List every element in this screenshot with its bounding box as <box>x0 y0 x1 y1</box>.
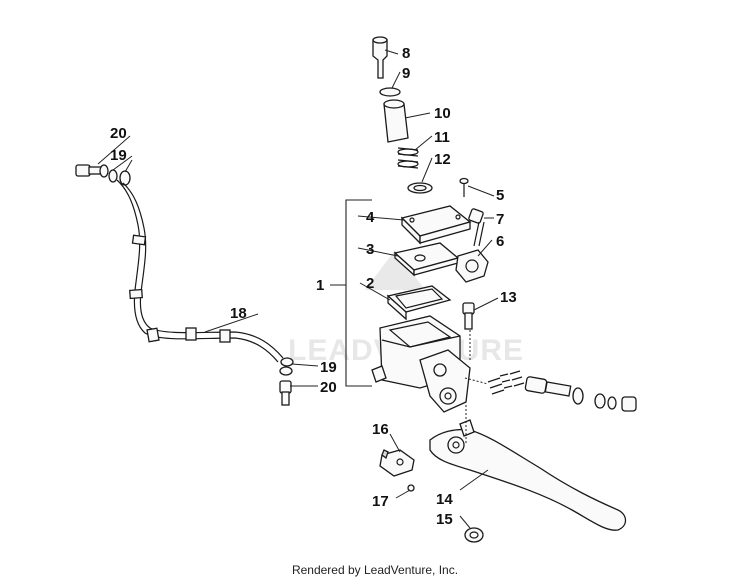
callout-14: 14 <box>436 491 453 508</box>
callout-2: 2 <box>366 275 374 292</box>
callout-13: 13 <box>500 289 517 306</box>
footer-credit: Rendered by LeadVenture, Inc. <box>291 563 459 577</box>
callout-9: 9 <box>402 65 410 82</box>
clamp-bolt <box>468 208 485 247</box>
callout-11: 11 <box>434 129 450 146</box>
callout-3: 3 <box>366 241 374 258</box>
brake-hose <box>75 164 294 406</box>
master-cylinder-body <box>371 315 471 413</box>
brake-lever <box>429 419 627 531</box>
callout-4: 4 <box>366 209 375 226</box>
callout-20-bottom: 20 <box>320 379 337 396</box>
callout-18: 18 <box>230 305 247 322</box>
callout-7: 7 <box>496 211 504 228</box>
brake-switch <box>379 449 415 477</box>
callout-16: 16 <box>372 421 389 438</box>
reservoir-top-parts <box>372 36 433 194</box>
callout-10: 10 <box>434 105 451 122</box>
callout-15: 15 <box>436 511 453 528</box>
callout-6: 6 <box>496 233 504 250</box>
banjo-bolt-top <box>75 164 131 186</box>
callout-5: 5 <box>496 187 504 204</box>
callout-19-bottom: 19 <box>320 359 337 376</box>
diaphragm-plate <box>393 242 460 277</box>
pivot-bolt <box>462 302 475 330</box>
callout-1: 1 <box>316 277 324 294</box>
lever-nut <box>464 527 484 543</box>
callout-12: 12 <box>434 151 451 168</box>
leader-lines <box>97 49 499 529</box>
callout-17: 17 <box>372 493 389 510</box>
callout-8: 8 <box>402 45 410 62</box>
callout-20-top: 20 <box>110 125 127 142</box>
handlebar-clamp <box>455 249 489 283</box>
screw <box>459 177 469 197</box>
callout-19-top: 19 <box>110 147 127 164</box>
assembly-bracket <box>345 199 372 387</box>
reservoir-cap <box>400 205 472 245</box>
switch-screw <box>407 484 415 492</box>
diaphragm <box>386 285 452 321</box>
piston-assembly <box>487 370 637 412</box>
